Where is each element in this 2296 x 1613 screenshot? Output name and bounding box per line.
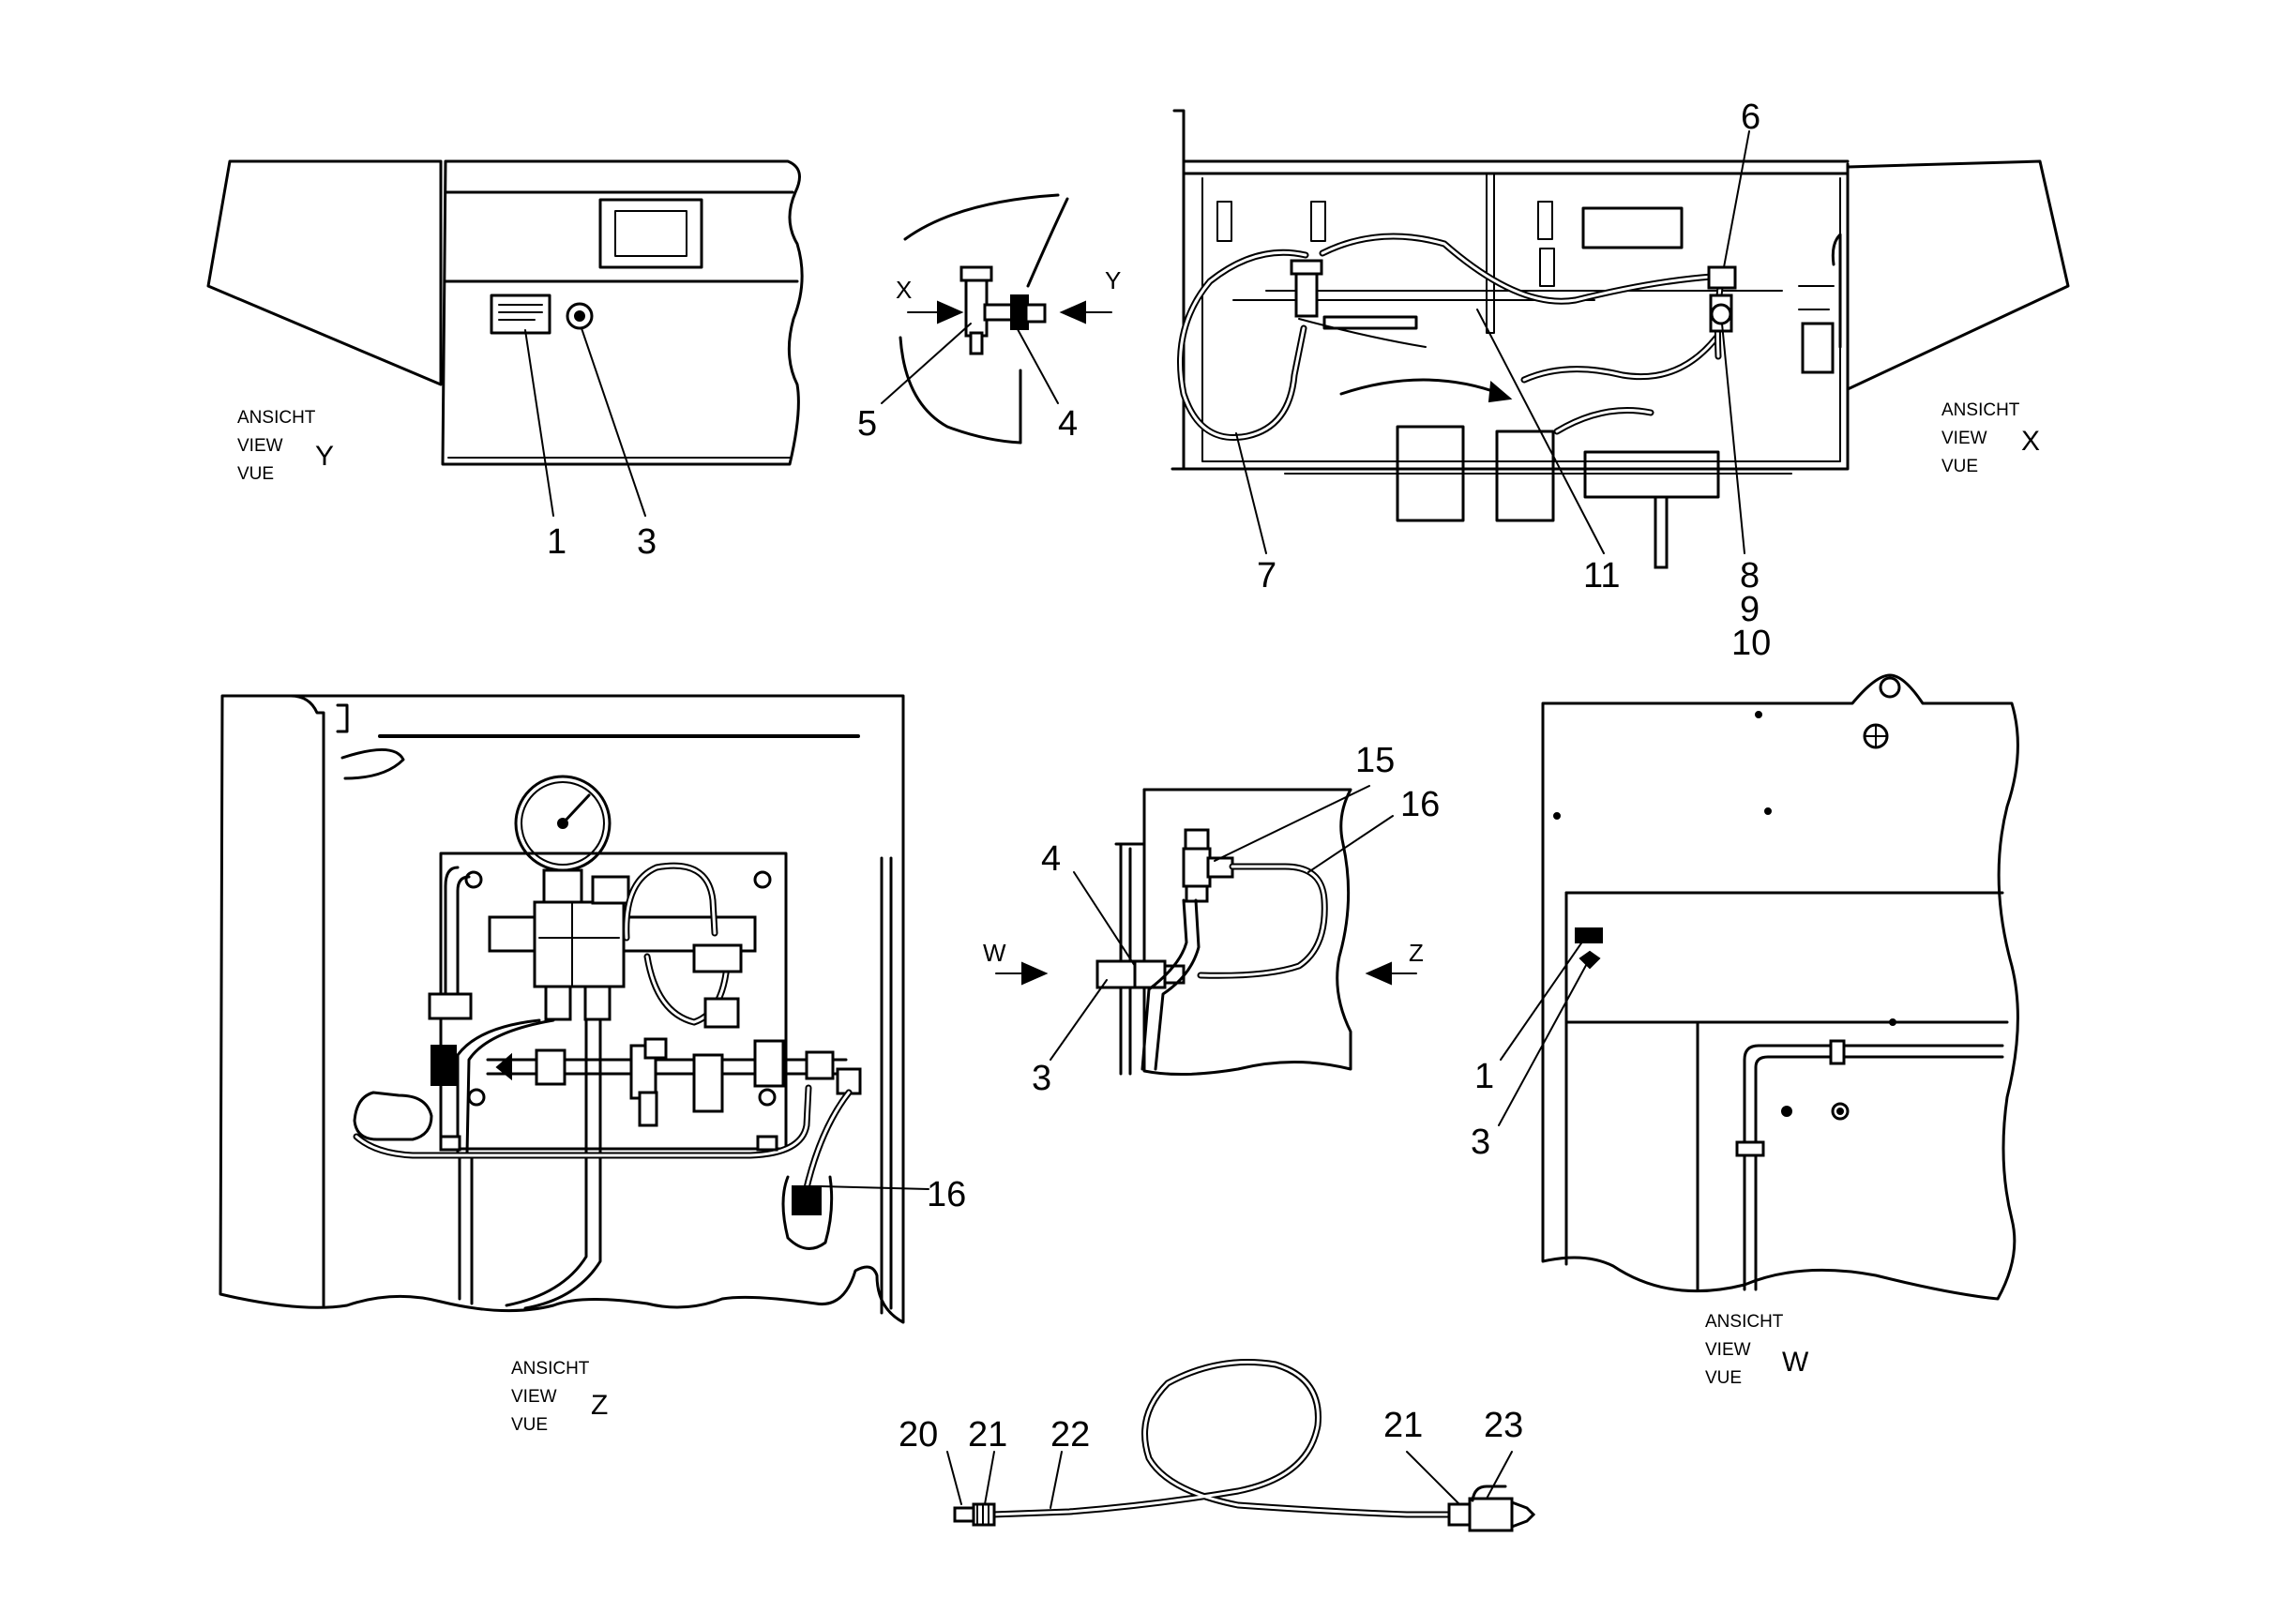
view-w-vue: VUE (1705, 1368, 1742, 1388)
view-z-labels: 16 ANSICHT VIEW VUE Z (511, 1175, 966, 1435)
view-w-letter: W (1782, 1347, 1809, 1378)
view-w-view: VIEW (1705, 1340, 1751, 1360)
detail-valve (881, 193, 1112, 445)
middle-arrow-w: W (983, 939, 1006, 967)
middle-detail (995, 785, 1417, 1077)
callout-x-11: 11 (1583, 556, 1620, 595)
callout-detail-4: 4 (1058, 404, 1078, 444)
callout-hose-20: 20 (899, 1415, 938, 1455)
callout-detail-5: 5 (857, 404, 877, 444)
view-y-ansicht: ANSICHT (237, 408, 316, 428)
view-z-letter: Z (591, 1390, 608, 1421)
view-z-ansicht: ANSICHT (511, 1359, 590, 1379)
view-x-ansicht: ANSICHT (1941, 400, 2020, 420)
view-y-view: VIEW (237, 436, 283, 456)
view-x-view: VIEW (1941, 429, 1987, 448)
callout-hose-22: 22 (1050, 1415, 1090, 1455)
view-w-panel (1498, 673, 2019, 1301)
callout-hose-23: 23 (1484, 1406, 1523, 1445)
callout-mid-3: 3 (1032, 1059, 1051, 1098)
middle-arrow-z: Z (1409, 939, 1424, 967)
callout-w-3: 3 (1471, 1123, 1490, 1162)
view-z-cabinet (219, 694, 929, 1324)
view-x-panel (1171, 109, 2070, 569)
view-x-vue: VUE (1941, 457, 1978, 476)
callout-x-10: 10 (1731, 624, 1771, 663)
callout-hose-21a: 21 (968, 1415, 1007, 1455)
view-x-labels: 6 7 11 8 9 10 ANSICHT VIEW VUE X (1257, 98, 2040, 663)
view-y-panel (206, 159, 804, 517)
view-y-letter: Y (315, 441, 334, 472)
callout-y-3: 3 (637, 522, 657, 562)
callout-x-9: 9 (1740, 590, 1760, 629)
detail-arrow-y: Y (1105, 266, 1121, 294)
view-y-vue: VUE (237, 464, 274, 484)
callout-w-1: 1 (1474, 1057, 1494, 1096)
view-y-labels: ANSICHT VIEW VUE Y 1 3 (237, 408, 657, 562)
view-w-labels: 1 3 ANSICHT VIEW VUE W (1471, 1057, 1809, 1388)
view-x-letter: X (2021, 426, 2040, 457)
view-z-view: VIEW (511, 1387, 557, 1407)
callout-y-1: 1 (547, 522, 566, 562)
callout-hose-21b: 21 (1383, 1406, 1423, 1445)
callout-mid-16: 16 (1400, 785, 1440, 824)
view-z-vue: VUE (511, 1415, 548, 1435)
hose-labels: 20 21 22 21 23 (899, 1406, 1523, 1455)
detail-arrow-x: X (896, 276, 912, 304)
middle-labels: 15 16 4 3 W Z (983, 741, 1440, 1098)
view-w-ansicht: ANSICHT (1705, 1312, 1784, 1332)
callout-mid-4: 4 (1041, 839, 1061, 879)
callout-x-7: 7 (1257, 556, 1276, 595)
callout-x-6: 6 (1741, 98, 1760, 137)
hose-assembly (946, 1359, 1536, 1532)
detail-labels: X Y 5 4 (857, 266, 1121, 444)
callout-z-16: 16 (927, 1175, 966, 1214)
callout-x-8: 8 (1740, 556, 1760, 595)
callout-mid-15: 15 (1355, 741, 1395, 780)
